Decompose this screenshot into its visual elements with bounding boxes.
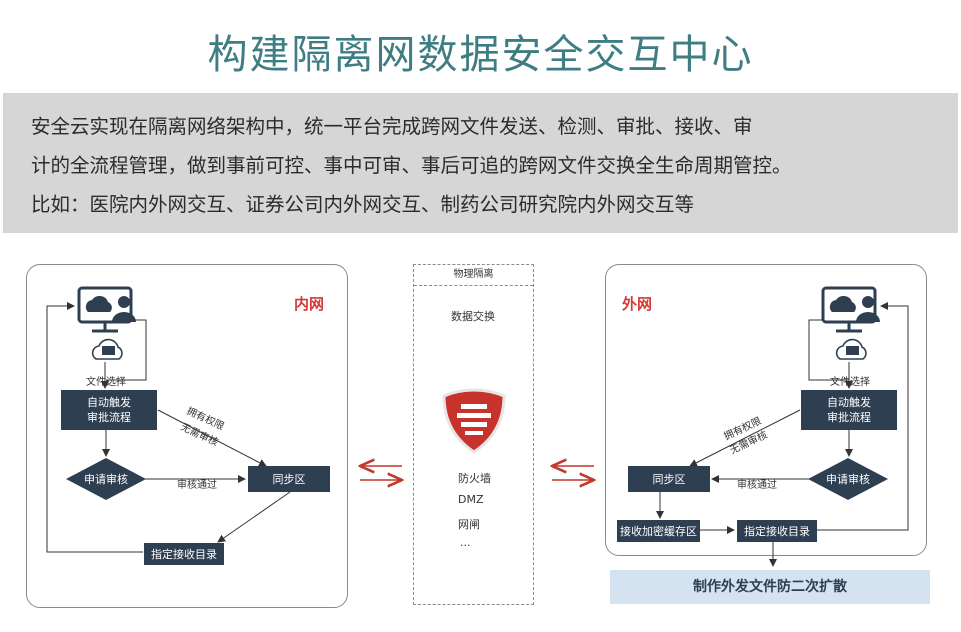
outer-apply-review-label: 申请审核 bbox=[826, 472, 870, 486]
inner-file-select-label: 文件选择 bbox=[86, 377, 126, 388]
computer-user-icon bbox=[77, 286, 136, 333]
apply-review-diamond bbox=[808, 458, 888, 500]
double-arrow-left bbox=[360, 466, 402, 480]
inner-apply-review-label: 申请审核 bbox=[84, 472, 128, 486]
outer-file-select-label: 文件选择 bbox=[830, 377, 870, 388]
description-line: 比如：医院内外网交互、证券公司内外网交互、制药公司研究院内外网交互等 bbox=[31, 193, 695, 216]
description-line: 计的全流程管理，做到事前可控、事中可审、事后可追的跨网文件交换全生命周期管控。 bbox=[31, 154, 792, 177]
firewall-label: 防火墙 bbox=[458, 472, 491, 485]
outer-encrypt-cache-box: 接收加密缓存区 bbox=[617, 520, 700, 542]
outer-review-pass-label: 审核通过 bbox=[737, 480, 777, 491]
gatekeeper-label: 网闸 bbox=[458, 518, 480, 531]
shield-firewall-icon bbox=[442, 388, 506, 454]
double-arrow-right bbox=[552, 466, 594, 480]
description-line: 安全云实现在隔离网络架构中，统一平台完成跨网文件发送、检测、审批、接收、审 bbox=[31, 115, 753, 138]
physical-isolation-header: 物理隔离 bbox=[414, 265, 533, 286]
inner-sync-zone-box: 同步区 bbox=[248, 466, 330, 492]
inner-network-label: 内网 bbox=[294, 295, 325, 313]
description-block: 安全云实现在隔离网络架构中，统一平台完成跨网文件发送、检测、审批、接收、审 计的… bbox=[3, 93, 958, 233]
computer-user-icon bbox=[821, 286, 880, 333]
inner-review-pass-label: 审核通过 bbox=[177, 480, 217, 491]
outer-sync-zone-box: 同步区 bbox=[628, 466, 710, 492]
ellipsis-label: ... bbox=[460, 536, 471, 549]
dmz-label: DMZ bbox=[458, 493, 484, 506]
cloud-storage-icon bbox=[835, 338, 867, 360]
data-exchange-label: 数据交换 bbox=[451, 310, 495, 323]
outer-auto-trigger-box: 自动触发 审批流程 bbox=[801, 390, 897, 430]
inner-auto-trigger-box: 自动触发 审批流程 bbox=[61, 390, 157, 430]
page-title: 构建隔离网数据安全交互中心 bbox=[207, 32, 754, 78]
outer-target-dir-box: 指定接收目录 bbox=[737, 520, 817, 542]
physical-isolation-zone: 物理隔离 bbox=[413, 264, 534, 605]
anti-spread-banner: 制作外发文件防二次扩散 bbox=[610, 570, 930, 604]
outer-network-label: 外网 bbox=[622, 295, 653, 313]
inner-target-dir-box: 指定接收目录 bbox=[144, 543, 224, 565]
apply-review-diamond bbox=[66, 458, 146, 500]
cloud-storage-icon bbox=[91, 338, 123, 360]
